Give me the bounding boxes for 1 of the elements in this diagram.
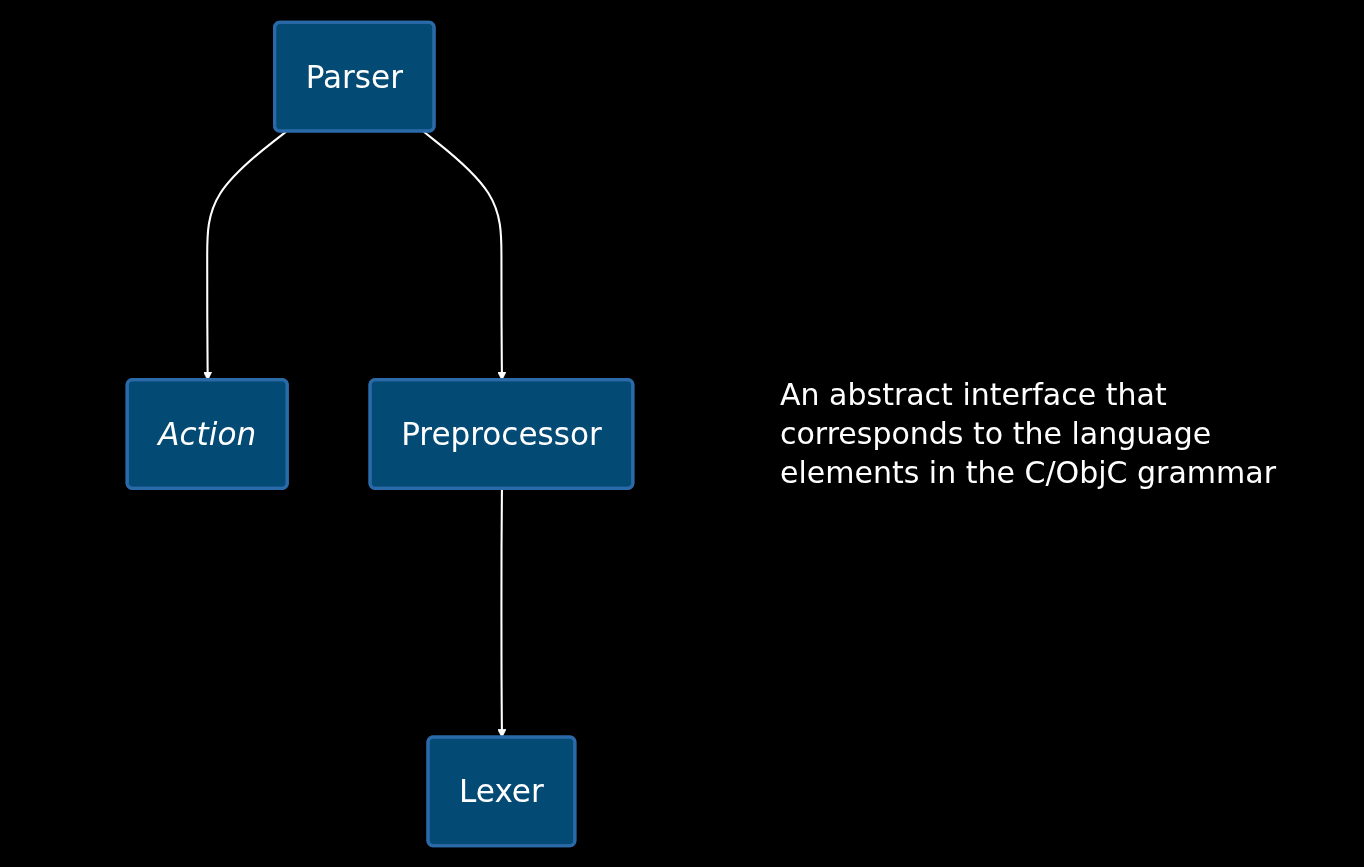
note-text: An abstract interface that corresponds to the language elements in the C/ObjC grammar	[780, 376, 1277, 492]
